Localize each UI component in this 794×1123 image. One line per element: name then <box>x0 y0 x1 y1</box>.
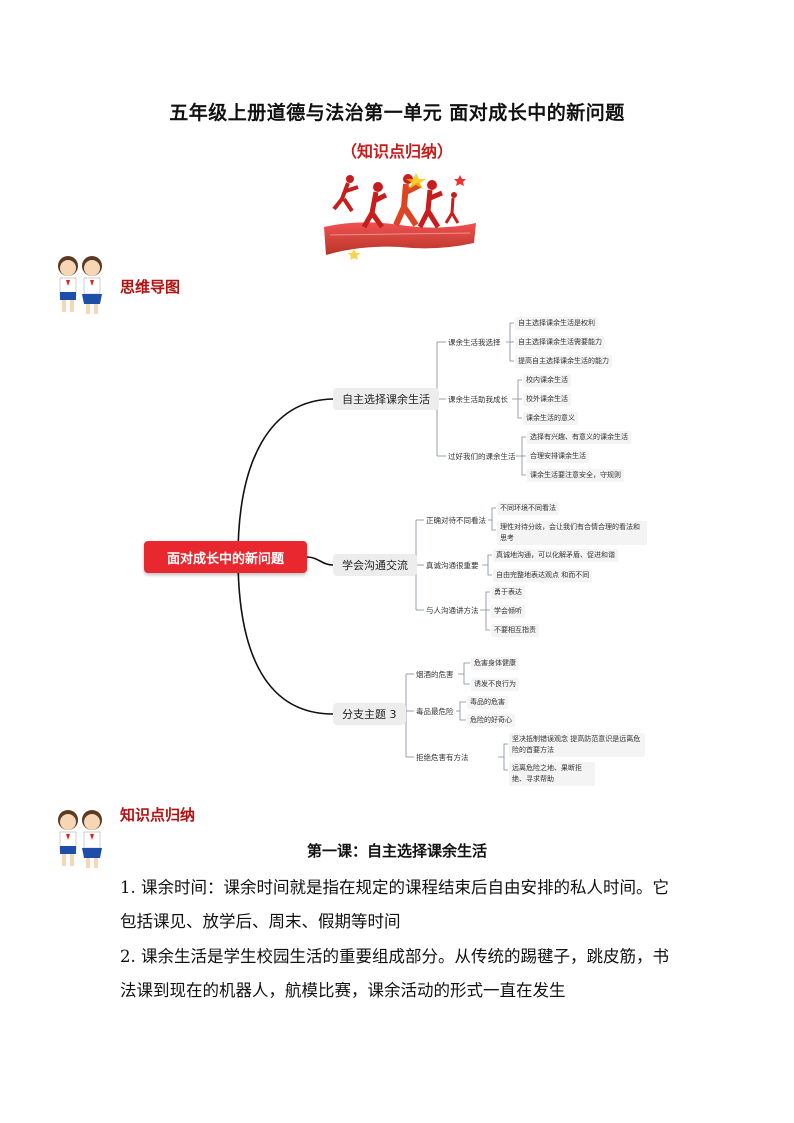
mindmap-leaf-1-3-1: 选择有兴趣、有意义的课余生活 <box>527 431 631 444</box>
mindmap-leaf-3-2-1: 毒品的危害 <box>467 696 508 709</box>
mindmap-node-1-2: 课余生活助我成长 <box>448 395 508 404</box>
mindmap-branch-1: 自主选择课余生活 <box>333 388 439 410</box>
mindmap-leaf-2-2-1: 真诚地沟通，可以化解矛盾、促进和谐 <box>493 549 618 562</box>
page-subtitle: （知识点归纳） <box>340 142 453 161</box>
students-icon <box>58 256 102 314</box>
mindmap-node-2-3: 与人沟通讲方法 <box>426 606 479 615</box>
mindmap-leaf-2-3-1: 勇于表达 <box>491 586 525 599</box>
mindmap-leaf-2-1-2: 理性对待分歧，会让我们有合情合理的看法和思考 <box>497 521 647 545</box>
runners-banner-illustration <box>324 173 476 260</box>
paragraph-1: 1. 课余时间：课余时间就是指在规定的课程结束后自由安排的私人时间。它包括课见、… <box>120 878 669 931</box>
section-label-mindmap: 思维导图 <box>120 278 181 296</box>
mindmap-leaf-1-3-2: 合理安排课余生活 <box>527 450 589 463</box>
mindmap-node-3-2: 毒品最危险 <box>416 707 454 716</box>
mindmap-node-1-1: 课余生活我选择 <box>448 338 501 347</box>
mindmap-node-3-1: 烟酒的危害 <box>416 670 454 679</box>
mindmap-leaf-1-2-2: 校外课余生活 <box>523 393 571 406</box>
lesson-title: 第一课：自主选择课余生活 <box>306 842 487 860</box>
mindmap-leaf-3-3-2: 远离危险之地、果断拒绝、寻求帮助 <box>509 762 595 786</box>
mindmap-root-node: 面对成长中的新问题 <box>144 541 307 573</box>
mindmap-node-3-3: 拒绝危害有方法 <box>416 753 469 762</box>
mindmap-leaf-1-1-3: 提高自主选择课余生活的能力 <box>515 355 612 368</box>
mindmap-node-2-2: 真诚沟通很重要 <box>426 561 479 570</box>
mindmap-leaf-2-3-2: 学会倾听 <box>491 605 525 618</box>
mindmap-leaf-1-2-3: 课余生活的意义 <box>523 412 578 425</box>
mindmap-leaf-1-1-1: 自主选择课余生活是权利 <box>515 317 598 330</box>
mindmap-leaf-2-1-1: 不同环境不同看法 <box>497 502 559 515</box>
mindmap-leaf-3-3-1: 坚决抵制错误观念 提高防范意识是远离危险的首要方法 <box>509 733 645 757</box>
students-icon-2 <box>58 810 102 868</box>
mindmap-leaf-3-1-2: 诱发不良行为 <box>471 678 519 691</box>
mindmap-leaf-1-1-2: 自主选择课余生活需要能力 <box>515 336 605 349</box>
page-title: 五年级上册道德与法治第一单元 面对成长中的新问题 <box>169 102 625 124</box>
section-label-knowledge: 知识点归纳 <box>120 806 196 824</box>
mindmap-branch-2: 学会沟通交流 <box>333 554 417 576</box>
paragraph-2: 2. 课余生活是学生校园生活的重要组成部分。从传统的踢毽子，跳皮筋，书法课到现在… <box>120 947 669 1000</box>
mindmap-node-2-1: 正确对待不同看法 <box>426 516 486 525</box>
mindmap-leaf-2-2-2: 自由完整地表达观点 和而不同 <box>493 569 593 582</box>
mindmap-leaf-3-2-2: 危险的好奇心 <box>467 714 515 727</box>
mindmap-leaf-3-1-1: 危害身体健康 <box>471 657 519 670</box>
mindmap-node-1-3: 过好我们的课余生活 <box>448 452 516 461</box>
mindmap-leaf-1-2-1: 校内课余生活 <box>523 374 571 387</box>
mindmap-leaf-2-3-3: 不要相互指责 <box>491 624 539 637</box>
mindmap-leaf-1-3-3: 课余生活要注意安全，守规则 <box>527 469 624 482</box>
mindmap-branch-3: 分支主题 3 <box>333 703 406 725</box>
